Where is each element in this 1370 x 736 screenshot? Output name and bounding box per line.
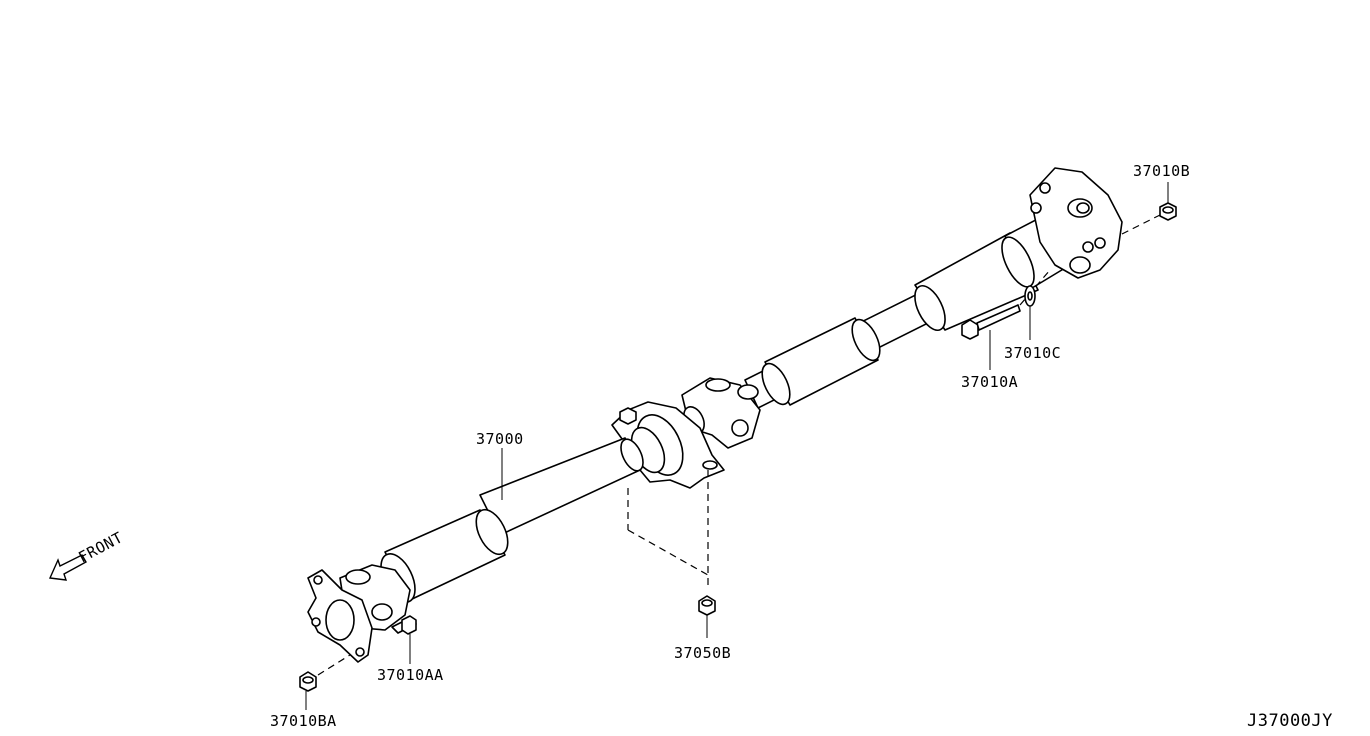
label-37010aa: 37010AA <box>377 666 444 684</box>
label-37010a: 37010A <box>961 373 1018 391</box>
front-label: FRONT <box>75 528 126 566</box>
center-bearing-nut-37050b <box>627 470 716 638</box>
front-direction-arrow-icon <box>48 554 87 581</box>
washer-37010c <box>1024 285 1036 340</box>
front-shaft-tube <box>380 437 644 603</box>
label-37010b: 37010B <box>1133 162 1190 180</box>
bolt-37010a <box>961 269 1051 370</box>
diagram-code: J37000JY <box>1247 711 1333 731</box>
rear-shaft-tube <box>744 209 1076 409</box>
label-37000: 37000 <box>476 430 524 448</box>
label-37010ba: 37010BA <box>270 712 337 730</box>
front-nut-37010ba <box>299 654 351 710</box>
label-37050b: 37050B <box>674 644 731 662</box>
rear-flange <box>1029 167 1123 279</box>
rear-nut-37010b <box>1121 182 1177 235</box>
label-37010c: 37010C <box>1004 344 1061 362</box>
front-flange <box>307 569 373 663</box>
front-bolt-37010aa <box>391 615 417 664</box>
